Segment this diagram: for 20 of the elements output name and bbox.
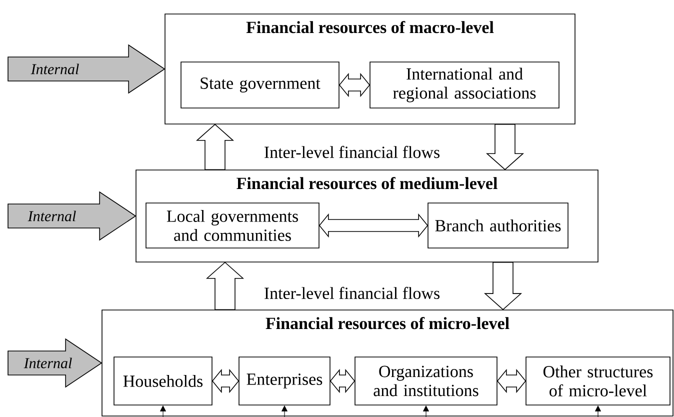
entity-box: Organizations and institutions (354, 356, 498, 406)
flow-label: Inter-level financial flows (264, 146, 440, 158)
hollow-arrow (206, 262, 244, 310)
entity-box: Local governments and communities (146, 202, 320, 248)
block-arrow (8, 44, 166, 94)
block-arrow (8, 338, 102, 388)
block-arrow (8, 191, 136, 241)
edge-label: Internal (28, 210, 76, 222)
hollow-arrow (196, 124, 234, 170)
entity-box: State government (180, 62, 340, 108)
edge-label: Internal (30, 64, 79, 74)
entity-box: International and regional associations (370, 62, 560, 108)
entity-box: Households (114, 356, 212, 406)
entity-box: Enterprises (238, 356, 330, 406)
hollow-arrow (484, 262, 522, 310)
entity-box: Other structures of micro-level (526, 356, 670, 406)
entity-box: Branch authorities (428, 202, 568, 248)
edge-label: Internal (24, 358, 72, 368)
hollow-arrow (486, 124, 524, 170)
flow-label: Inter-level financial flows (264, 286, 440, 300)
